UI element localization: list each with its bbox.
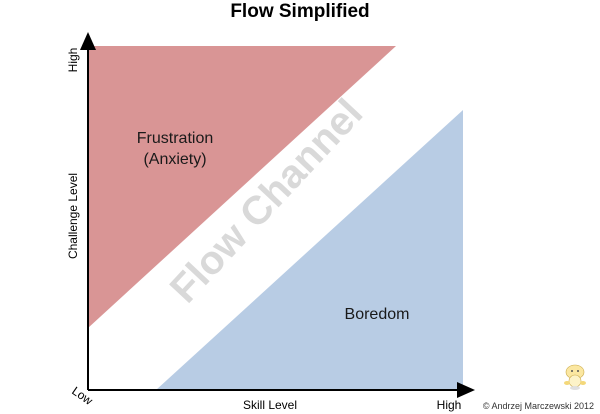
frustration-zone xyxy=(88,46,396,328)
diagram-title: Flow Simplified xyxy=(230,1,369,22)
origin-low-label: Low xyxy=(69,384,95,408)
boredom-label: Boredom xyxy=(345,306,410,323)
copyright-credit: © Andrzej Marczewski 2012 xyxy=(483,401,594,411)
frustration-label: Frustration xyxy=(137,130,213,147)
y-axis-label: Challenge Level xyxy=(66,173,80,259)
y-axis-high-label: High xyxy=(66,48,80,73)
x-axis-high-label: High xyxy=(437,398,462,412)
anxiety-label: (Anxiety) xyxy=(143,151,206,168)
x-axis-label: Skill Level xyxy=(243,398,297,412)
cartoon-mascot-icon xyxy=(564,364,586,390)
boredom-zone xyxy=(156,110,463,390)
